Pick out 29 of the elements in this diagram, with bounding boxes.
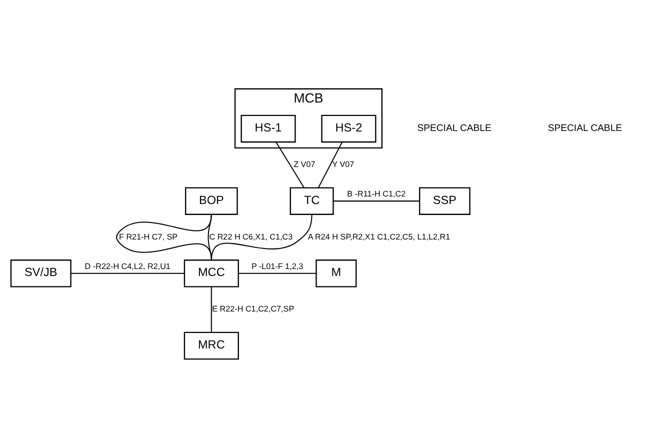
node-box: MCC [184, 259, 239, 287]
edge-label: B -R11-H C1,C2 [347, 188, 406, 198]
label: SPECIAL CABLE [548, 122, 622, 134]
node-box: BOP [185, 186, 238, 214]
edge-label: P -L01-F 1,2,3 [251, 261, 304, 270]
edge-label: Y V07 [332, 159, 354, 168]
connector [333, 200, 420, 202]
edge-label: C R22 H C6,X1, C1,C3 [209, 232, 293, 241]
node-box: M [316, 259, 357, 287]
edge-label: Z V07 [294, 159, 316, 168]
edge-label: D -R22-H C4,L2, R2,U1 [84, 261, 170, 270]
node-box: SSP [419, 186, 470, 214]
node-box: MRC [184, 331, 239, 360]
connector [238, 272, 316, 274]
connector [210, 214, 312, 260]
connector [116, 214, 212, 260]
label: SPECIAL CABLE [417, 122, 492, 134]
node-box: TC [290, 186, 334, 214]
node-box: SV/JB [10, 259, 72, 287]
node-box: HS-2 [321, 114, 376, 142]
edge-label: A R24 H SP,R2,X1 C1,C2,C5, L1,L2,R1 [308, 232, 450, 241]
connector [318, 141, 343, 188]
edge-label: F R21-H C7, SP [119, 232, 178, 241]
edge-label: E R22-H C1,C2,C7,SP [212, 304, 294, 314]
node-box: HS-1 [240, 114, 296, 142]
connector [70, 272, 184, 274]
connector [208, 214, 212, 260]
connector [276, 141, 305, 188]
connector [210, 286, 212, 332]
